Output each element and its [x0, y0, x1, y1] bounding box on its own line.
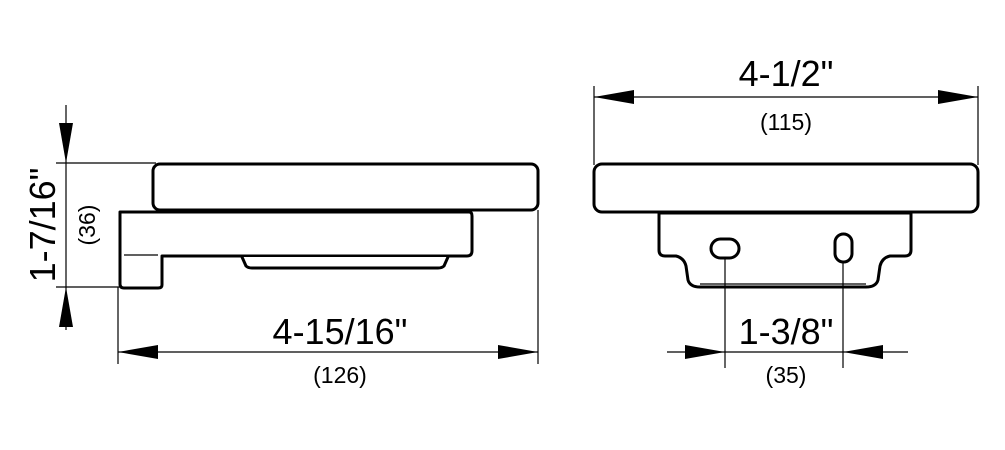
height-mm-label: (36)	[74, 205, 100, 246]
width-inch-label: 4-15/16"	[273, 311, 408, 352]
drain-channel	[240, 256, 450, 270]
hole-spacing-mm-label: (35)	[766, 362, 807, 388]
hole-spacing-arrow-right	[843, 345, 883, 359]
front-soap-dish-tray	[592, 162, 980, 214]
height-inch-label: 1-7/16"	[22, 168, 63, 283]
width-mm-label: (126)	[313, 362, 367, 388]
mounting-hole-left	[709, 237, 741, 260]
hole-spacing-arrow-left	[685, 345, 725, 359]
front-width-mm-label: (115)	[760, 109, 812, 135]
front-bracket	[657, 211, 913, 289]
height-arrow-bottom	[59, 287, 73, 327]
width-arrow-left	[118, 345, 158, 359]
front-width-inch-label: 4-1/2"	[739, 53, 834, 94]
side-view: 1-7/16" (36) 4-15/16" (126)	[22, 105, 540, 388]
front-view: 4-1/2" (115) 1-3/8" (35)	[592, 53, 980, 388]
wall-bracket	[118, 210, 474, 290]
front-width-arrow-right	[938, 90, 978, 104]
mounting-hole-right	[833, 232, 854, 264]
front-width-arrow-left	[594, 90, 634, 104]
soap-dish-tray	[151, 162, 540, 212]
width-arrow-right	[498, 345, 538, 359]
hole-spacing-inch-label: 1-3/8"	[739, 311, 834, 352]
height-arrow-top	[59, 123, 73, 163]
